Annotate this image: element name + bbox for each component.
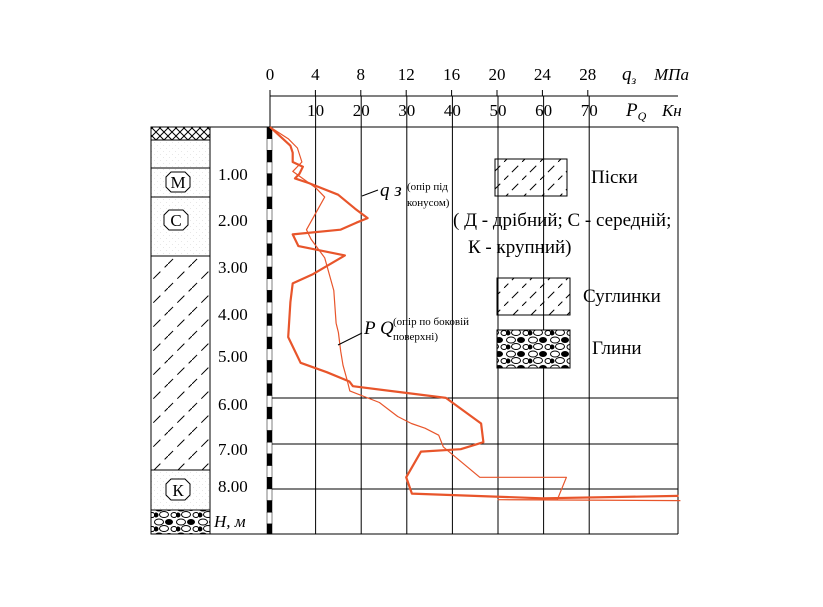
depth-scale-segment xyxy=(266,173,273,186)
legend: Піски ( Д - дрібний; С - середній; К - к… xyxy=(453,158,671,369)
depth-scale-segment xyxy=(266,360,273,373)
marker-medium-sand: М xyxy=(165,171,191,193)
svg-text:qз: qз xyxy=(622,64,637,87)
svg-text:Кн: Кн xyxy=(661,101,682,120)
depth-scale-segment xyxy=(266,406,273,420)
depth-scale-segment xyxy=(266,313,273,326)
legend-sands: Піски ( Д - дрібний; С - середній; К - к… xyxy=(453,158,671,258)
qz-tick-label: 8 xyxy=(357,65,366,84)
depth-scale-segment xyxy=(266,138,273,151)
depth-scale-segment xyxy=(266,301,273,315)
depth-scale-bar xyxy=(266,126,273,534)
qz-tick-label: 28 xyxy=(579,65,596,84)
depth-scale-segment xyxy=(266,243,273,256)
qz-tick-label: 16 xyxy=(443,65,460,84)
depth-scale-segment xyxy=(266,383,273,396)
legend-clays-label: Глини xyxy=(592,338,642,359)
depth-scale-segment xyxy=(266,231,273,244)
svg-text:(опір по боковій: (опір по боковій xyxy=(393,316,469,328)
qz-tick-label: 24 xyxy=(534,65,552,84)
depth-scale-segment xyxy=(266,477,273,490)
depth-scale-segment xyxy=(266,196,273,209)
pq-axis-title: PQ Кн xyxy=(625,100,682,123)
pq-tick-label: 30 xyxy=(398,101,415,120)
depth-scale-segment xyxy=(266,220,273,233)
depth-scale-segment xyxy=(266,278,273,291)
depth-tick: 2.00 xyxy=(218,211,248,230)
qz-tick-label: 20 xyxy=(489,65,506,84)
legend-loams-label: Суглинки xyxy=(583,286,661,307)
depth-tick: 6.00 xyxy=(218,395,248,414)
depth-ticks: 1.00 2.00 3.00 4.00 5.00 6.00 7.00 8.00 … xyxy=(213,165,248,531)
depth-scale-segment xyxy=(266,453,273,466)
depth-scale-segment xyxy=(266,523,273,534)
svg-text:М: М xyxy=(170,173,185,192)
svg-text:С: С xyxy=(170,211,181,230)
depth-scale-segment xyxy=(266,430,273,443)
depth-scale-segment xyxy=(266,255,273,268)
svg-text:К: К xyxy=(172,481,184,500)
depth-scale-segment xyxy=(266,500,273,513)
qz-axis-title: qз МПа xyxy=(622,64,689,87)
depth-scale-segment xyxy=(266,161,273,174)
soil-column: М С К xyxy=(150,126,211,535)
depth-scale-segment xyxy=(266,208,273,221)
depth-scale-segment xyxy=(266,441,273,455)
depth-axis-label: H, м xyxy=(213,512,246,531)
depth-tick: 3.00 xyxy=(218,258,248,277)
depth-tick: 8.00 xyxy=(218,477,248,496)
depth-scale-segment xyxy=(266,418,273,431)
qz-axis: 0 4 8 12 16 20 24 28 xyxy=(266,65,596,96)
qz-tick-label: 4 xyxy=(311,65,320,84)
legend-loams: Суглинки xyxy=(496,277,661,316)
qz-tick-label: 0 xyxy=(266,65,275,84)
marker-coarse-medium-sand: С xyxy=(163,209,189,231)
depth-scale-segment xyxy=(266,512,273,525)
svg-text:PQ: PQ xyxy=(625,100,647,123)
legend-sands-label: Піски xyxy=(591,167,638,188)
depth-scale-segment xyxy=(266,371,273,385)
depth-scale-segment xyxy=(266,150,273,163)
series-lines xyxy=(269,126,681,502)
depth-scale-segment xyxy=(266,336,273,350)
qz-tick-label: 12 xyxy=(398,65,415,84)
depth-scale-segment xyxy=(266,266,273,280)
pq-tick-label: 10 xyxy=(307,101,324,120)
pq-tick-label: 50 xyxy=(490,101,507,120)
depth-scale-segment xyxy=(266,465,273,478)
pq-annotation: P Q (опір по боковій поверхні) xyxy=(337,316,469,346)
svg-text:МПа: МПа xyxy=(653,65,689,84)
pq-series-line xyxy=(269,126,681,502)
plot-frame xyxy=(210,95,679,535)
svg-text:поверхні): поверхні) xyxy=(393,331,438,343)
depth-tick: 5.00 xyxy=(218,347,248,366)
depth-scale-segment xyxy=(266,395,273,408)
depth-scale-segment xyxy=(266,185,273,198)
svg-text:q з: q з xyxy=(380,180,402,201)
pq-tick-label: 20 xyxy=(353,101,370,120)
svg-text:P Q: P Q xyxy=(363,318,394,339)
legend-sands-detail: К - крупний) xyxy=(468,237,571,258)
svg-text:(опір під: (опір під xyxy=(407,181,448,193)
svg-text:конусом): конусом) xyxy=(407,197,450,209)
pq-axis: 10 20 30 40 50 60 70 xyxy=(307,101,598,120)
legend-clays: Глини xyxy=(496,329,642,369)
legend-sands-detail: ( Д - дрібний; С - середній; xyxy=(453,210,671,231)
qz-annotation: q з (опір під конусом) xyxy=(361,180,450,209)
depth-scale-segment xyxy=(266,348,273,361)
depth-tick: 1.00 xyxy=(218,165,248,184)
pq-tick-label: 70 xyxy=(581,101,598,120)
depth-tick: 4.00 xyxy=(218,305,248,324)
pq-tick-label: 40 xyxy=(444,101,461,120)
depth-scale-segment xyxy=(266,488,273,501)
pq-tick-label: 60 xyxy=(535,101,552,120)
depth-scale-segment xyxy=(266,290,273,303)
marker-coarse-sand: К xyxy=(165,478,191,501)
depth-tick: 7.00 xyxy=(218,440,248,459)
depth-scale-segment xyxy=(266,325,273,338)
